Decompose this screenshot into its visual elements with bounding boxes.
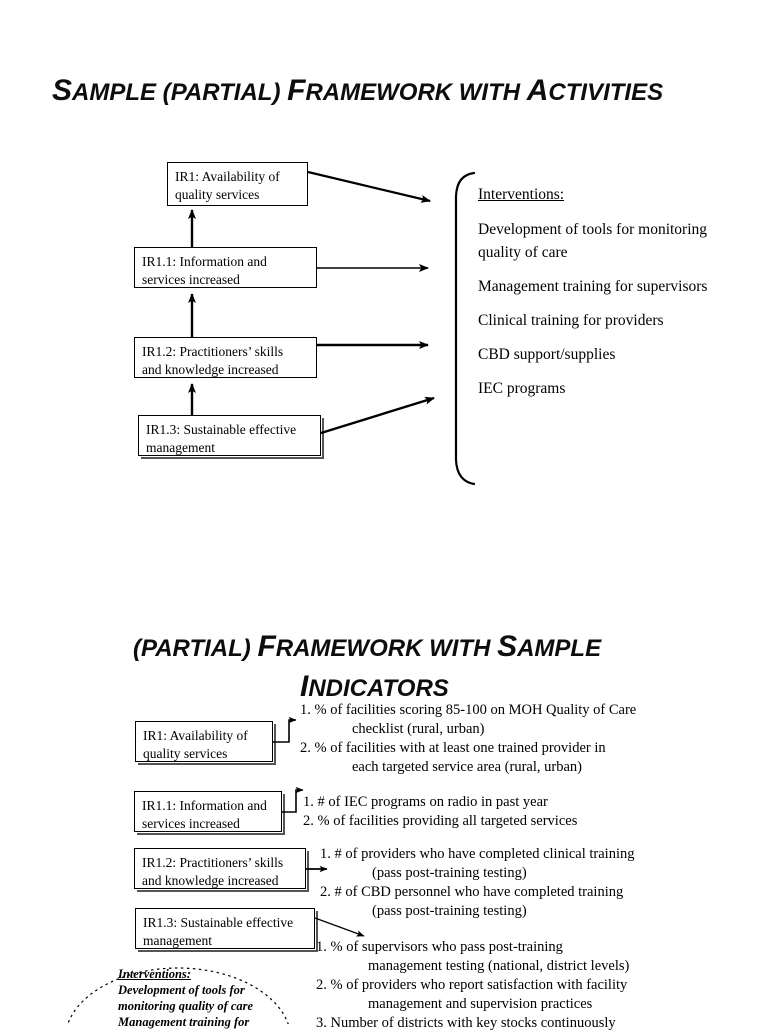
indicator-group-ir1-3: 1. % of supervisors who pass post-traini… — [316, 938, 629, 1033]
indicator-group-ir1-1: 1. # of IEC programs on radio in past ye… — [303, 793, 577, 831]
page-title-bottom-line2: INDICATORS — [300, 670, 449, 703]
indicator-line: 2. % of providers who report satisfactio… — [316, 977, 628, 993]
indicator-line: management and supervision practices — [368, 996, 593, 1012]
bottom-box-ir1-3: IR1.3: Sustainable effective management — [135, 908, 315, 949]
indicator-line: 2. % of facilities with at least one tra… — [300, 740, 606, 756]
top-box-ir1-2: IR1.2: Practitioners’ skills and knowled… — [134, 337, 317, 378]
indicator-line: 2. # of CBD personnel who have completed… — [320, 884, 624, 900]
box-line: IR1.2: Practitioners’ skills — [142, 855, 284, 870]
indicator-line: management testing (national, district l… — [368, 958, 630, 974]
indicator-line: 1. # of IEC programs on radio in past ye… — [303, 794, 548, 810]
interventions-title: Interventions: — [478, 186, 565, 203]
top-box-ir1: IR1: Availability of quality services — [167, 162, 308, 206]
box-line: management — [146, 440, 215, 455]
top-box-ir1-1: IR1.1: Information and services increase… — [134, 247, 317, 288]
indicator-group-ir1: 1. % of facilities scoring 85-100 on MOH… — [300, 701, 636, 777]
page-title-top: SAMPLE (PARTIAL) FRAMEWORK WITH ACTIVITI… — [52, 74, 664, 107]
box-line: IR1: Availability of — [175, 169, 280, 184]
box-line: management — [143, 933, 212, 948]
interventions-bracket — [454, 171, 476, 486]
box-line: IR1.1: Information and — [142, 798, 267, 813]
box-line: IR1.3: Sustainable effective — [143, 915, 294, 930]
box-line: and knowledge increased — [142, 362, 279, 377]
indicator-line: 2. % of facilities providing all targete… — [303, 813, 578, 829]
indicator-line: (pass post-training testing) — [372, 865, 527, 881]
box-line: IR1.3: Sustainable effective — [146, 422, 297, 437]
intervention-item: CBD support/supplies — [478, 346, 616, 363]
intervention-item: Management training for supervisors — [478, 278, 708, 295]
bottom-box-ir1-2: IR1.2: Practitioners’ skills and knowled… — [134, 848, 306, 889]
box-line: and knowledge increased — [142, 873, 279, 888]
box-line: services increased — [142, 272, 240, 287]
interventions-panel: Interventions: Development of tools for … — [478, 186, 738, 411]
page-title-bottom-line1: (PARTIAL) FRAMEWORK WITH SAMPLE — [133, 630, 602, 663]
callout-interventions: Interventions: Development of tools for … — [118, 966, 298, 1030]
bottom-box-ir1-1: IR1.1: Information and services increase… — [134, 791, 282, 832]
top-activity-arrows — [307, 170, 435, 435]
callout-line: monitoring quality of care — [118, 999, 254, 1013]
callout-title: Interventions: — [118, 967, 191, 981]
indicator-line: checklist (rural, urban) — [352, 721, 485, 737]
callout-line: Management training for — [118, 1015, 250, 1029]
intervention-item: Development of tools for monitoring qual… — [478, 221, 708, 261]
box-line: quality services — [175, 187, 260, 202]
indicator-line: each targeted service area (rural, urban… — [352, 759, 582, 775]
indicator-line: (pass post-training testing) — [372, 903, 527, 919]
indicator-line: 1. # of providers who have completed cli… — [320, 846, 635, 862]
box-line: services increased — [142, 816, 240, 831]
box-line: quality services — [143, 746, 228, 761]
top-box-ir1-3: IR1.3: Sustainable effective management — [138, 415, 321, 456]
callout-line: Development of tools for — [118, 983, 245, 997]
intervention-item: IEC programs — [478, 380, 566, 397]
intervention-item: Clinical training for providers — [478, 312, 664, 329]
box-line: IR1: Availability of — [143, 728, 248, 743]
indicator-group-ir1-2: 1. # of providers who have completed cli… — [320, 845, 634, 921]
indicator-line: 1. % of facilities scoring 85-100 on MOH… — [300, 702, 637, 718]
indicator-line: 1. % of supervisors who pass post-traini… — [316, 939, 563, 955]
box-line: IR1.1: Information and — [142, 254, 267, 269]
bottom-box-ir1: IR1: Availability of quality services — [135, 721, 273, 762]
box-line: IR1.2: Practitioners’ skills — [142, 344, 284, 359]
